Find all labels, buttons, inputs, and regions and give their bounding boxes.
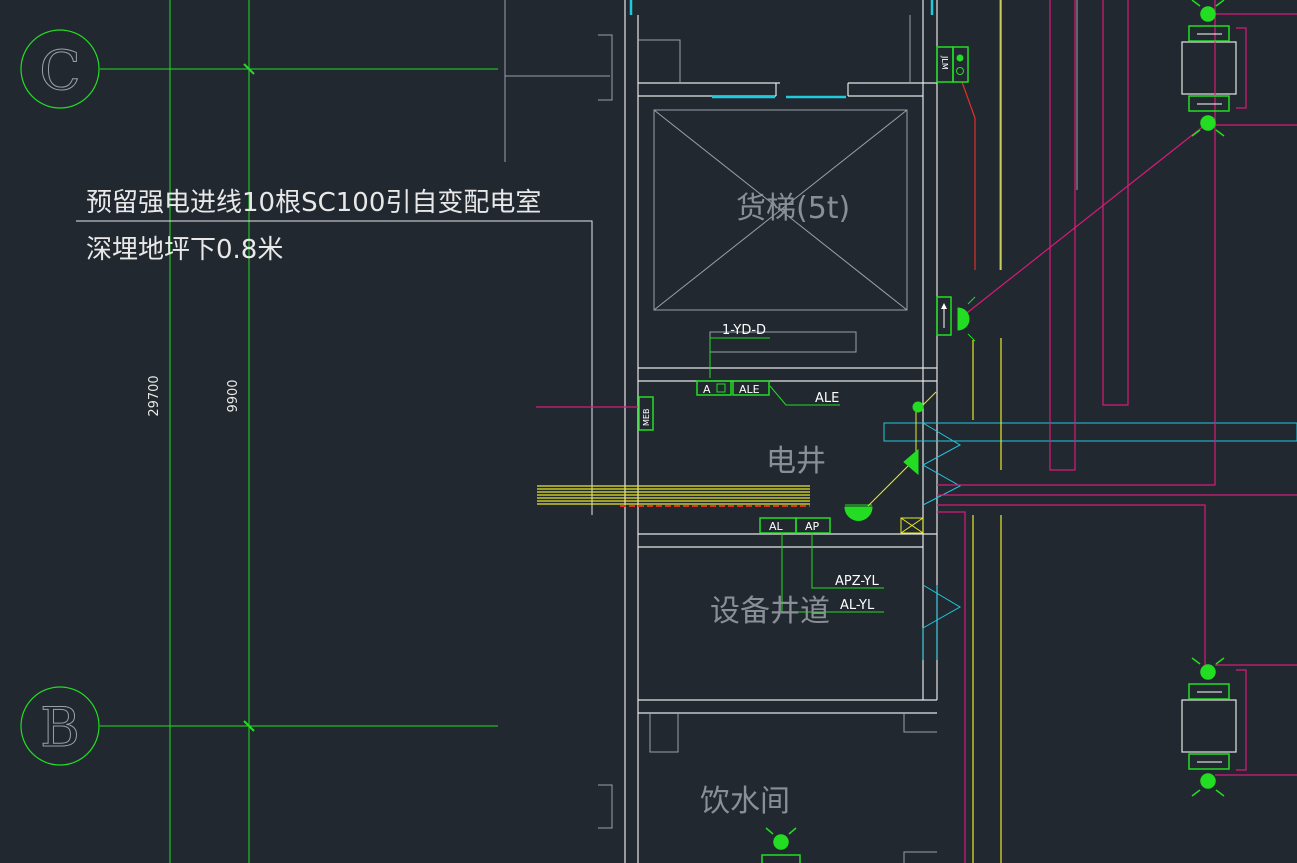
incoming-cable-bundle bbox=[537, 485, 810, 505]
shaft-walls bbox=[624, 0, 1237, 863]
panel-ap: AP bbox=[795, 517, 831, 534]
axis-ticks bbox=[243, 63, 255, 732]
grid-bubble-b: B bbox=[20, 686, 100, 766]
magenta-wiring bbox=[536, 0, 1297, 863]
panel-ale-box-label: ALE bbox=[739, 383, 760, 396]
lamp-fixture-1 bbox=[844, 506, 873, 521]
panel-ap-label: AP bbox=[805, 520, 820, 533]
axis-lines bbox=[100, 0, 498, 863]
junction-box bbox=[900, 517, 924, 534]
panel-al-label: AL bbox=[769, 520, 784, 533]
room-freight-elevator: 货梯(5t) bbox=[736, 191, 850, 226]
grid-label-b: B bbox=[40, 696, 80, 759]
jlm-label: JLM bbox=[940, 55, 949, 70]
fan-unit-top bbox=[1188, 0, 1230, 137]
meb-label: MEB bbox=[642, 409, 651, 426]
grey-walls bbox=[504, 0, 1078, 829]
panel-apz-label: APZ-YL bbox=[835, 574, 879, 589]
elevator-car bbox=[653, 109, 908, 353]
panel-al: AL bbox=[759, 517, 797, 534]
yellow-lines bbox=[972, 0, 1002, 863]
grid-label-c: C bbox=[39, 39, 80, 102]
dimension-total: 29700 bbox=[147, 375, 162, 416]
panel-ale: ALE bbox=[732, 380, 770, 396]
panel-leaders bbox=[709, 337, 884, 613]
panel-alyl-label: AL-YL bbox=[840, 598, 875, 613]
fan-unit-bottom bbox=[1188, 657, 1230, 797]
note-leader bbox=[76, 220, 593, 515]
meb-box: MEB bbox=[638, 396, 654, 431]
panel-yd-label: 1-YD-D bbox=[722, 323, 766, 338]
fan-unit-lower-left bbox=[761, 827, 801, 863]
room-electrical-shaft: 电井 bbox=[766, 444, 826, 479]
red-wiring bbox=[961, 81, 976, 270]
panel-ale-label: ALE bbox=[815, 391, 839, 406]
yellow-leader bbox=[867, 391, 937, 507]
note-line-1: 预留强电进线10根SC100引自变配电室 bbox=[86, 188, 541, 218]
panel-a: A bbox=[696, 380, 732, 396]
room-equipment-shaft: 设备井道 bbox=[710, 594, 830, 629]
elevator-doors bbox=[629, 0, 934, 99]
panel-a-label: A bbox=[703, 383, 711, 396]
dimension-span: 9900 bbox=[226, 379, 241, 412]
grid-bubble-c: C bbox=[20, 29, 100, 109]
jlm-box: JLM bbox=[936, 46, 969, 83]
shaft-stubs bbox=[638, 15, 937, 863]
note-line-2: 深埋地坪下0.8米 bbox=[86, 235, 283, 265]
room-water-room: 饮水间 bbox=[700, 784, 790, 819]
exit-lamp-fixture bbox=[957, 296, 976, 342]
exit-sign bbox=[936, 296, 952, 336]
wall-lamp-2 bbox=[903, 401, 924, 476]
cable-tray bbox=[883, 422, 1297, 660]
